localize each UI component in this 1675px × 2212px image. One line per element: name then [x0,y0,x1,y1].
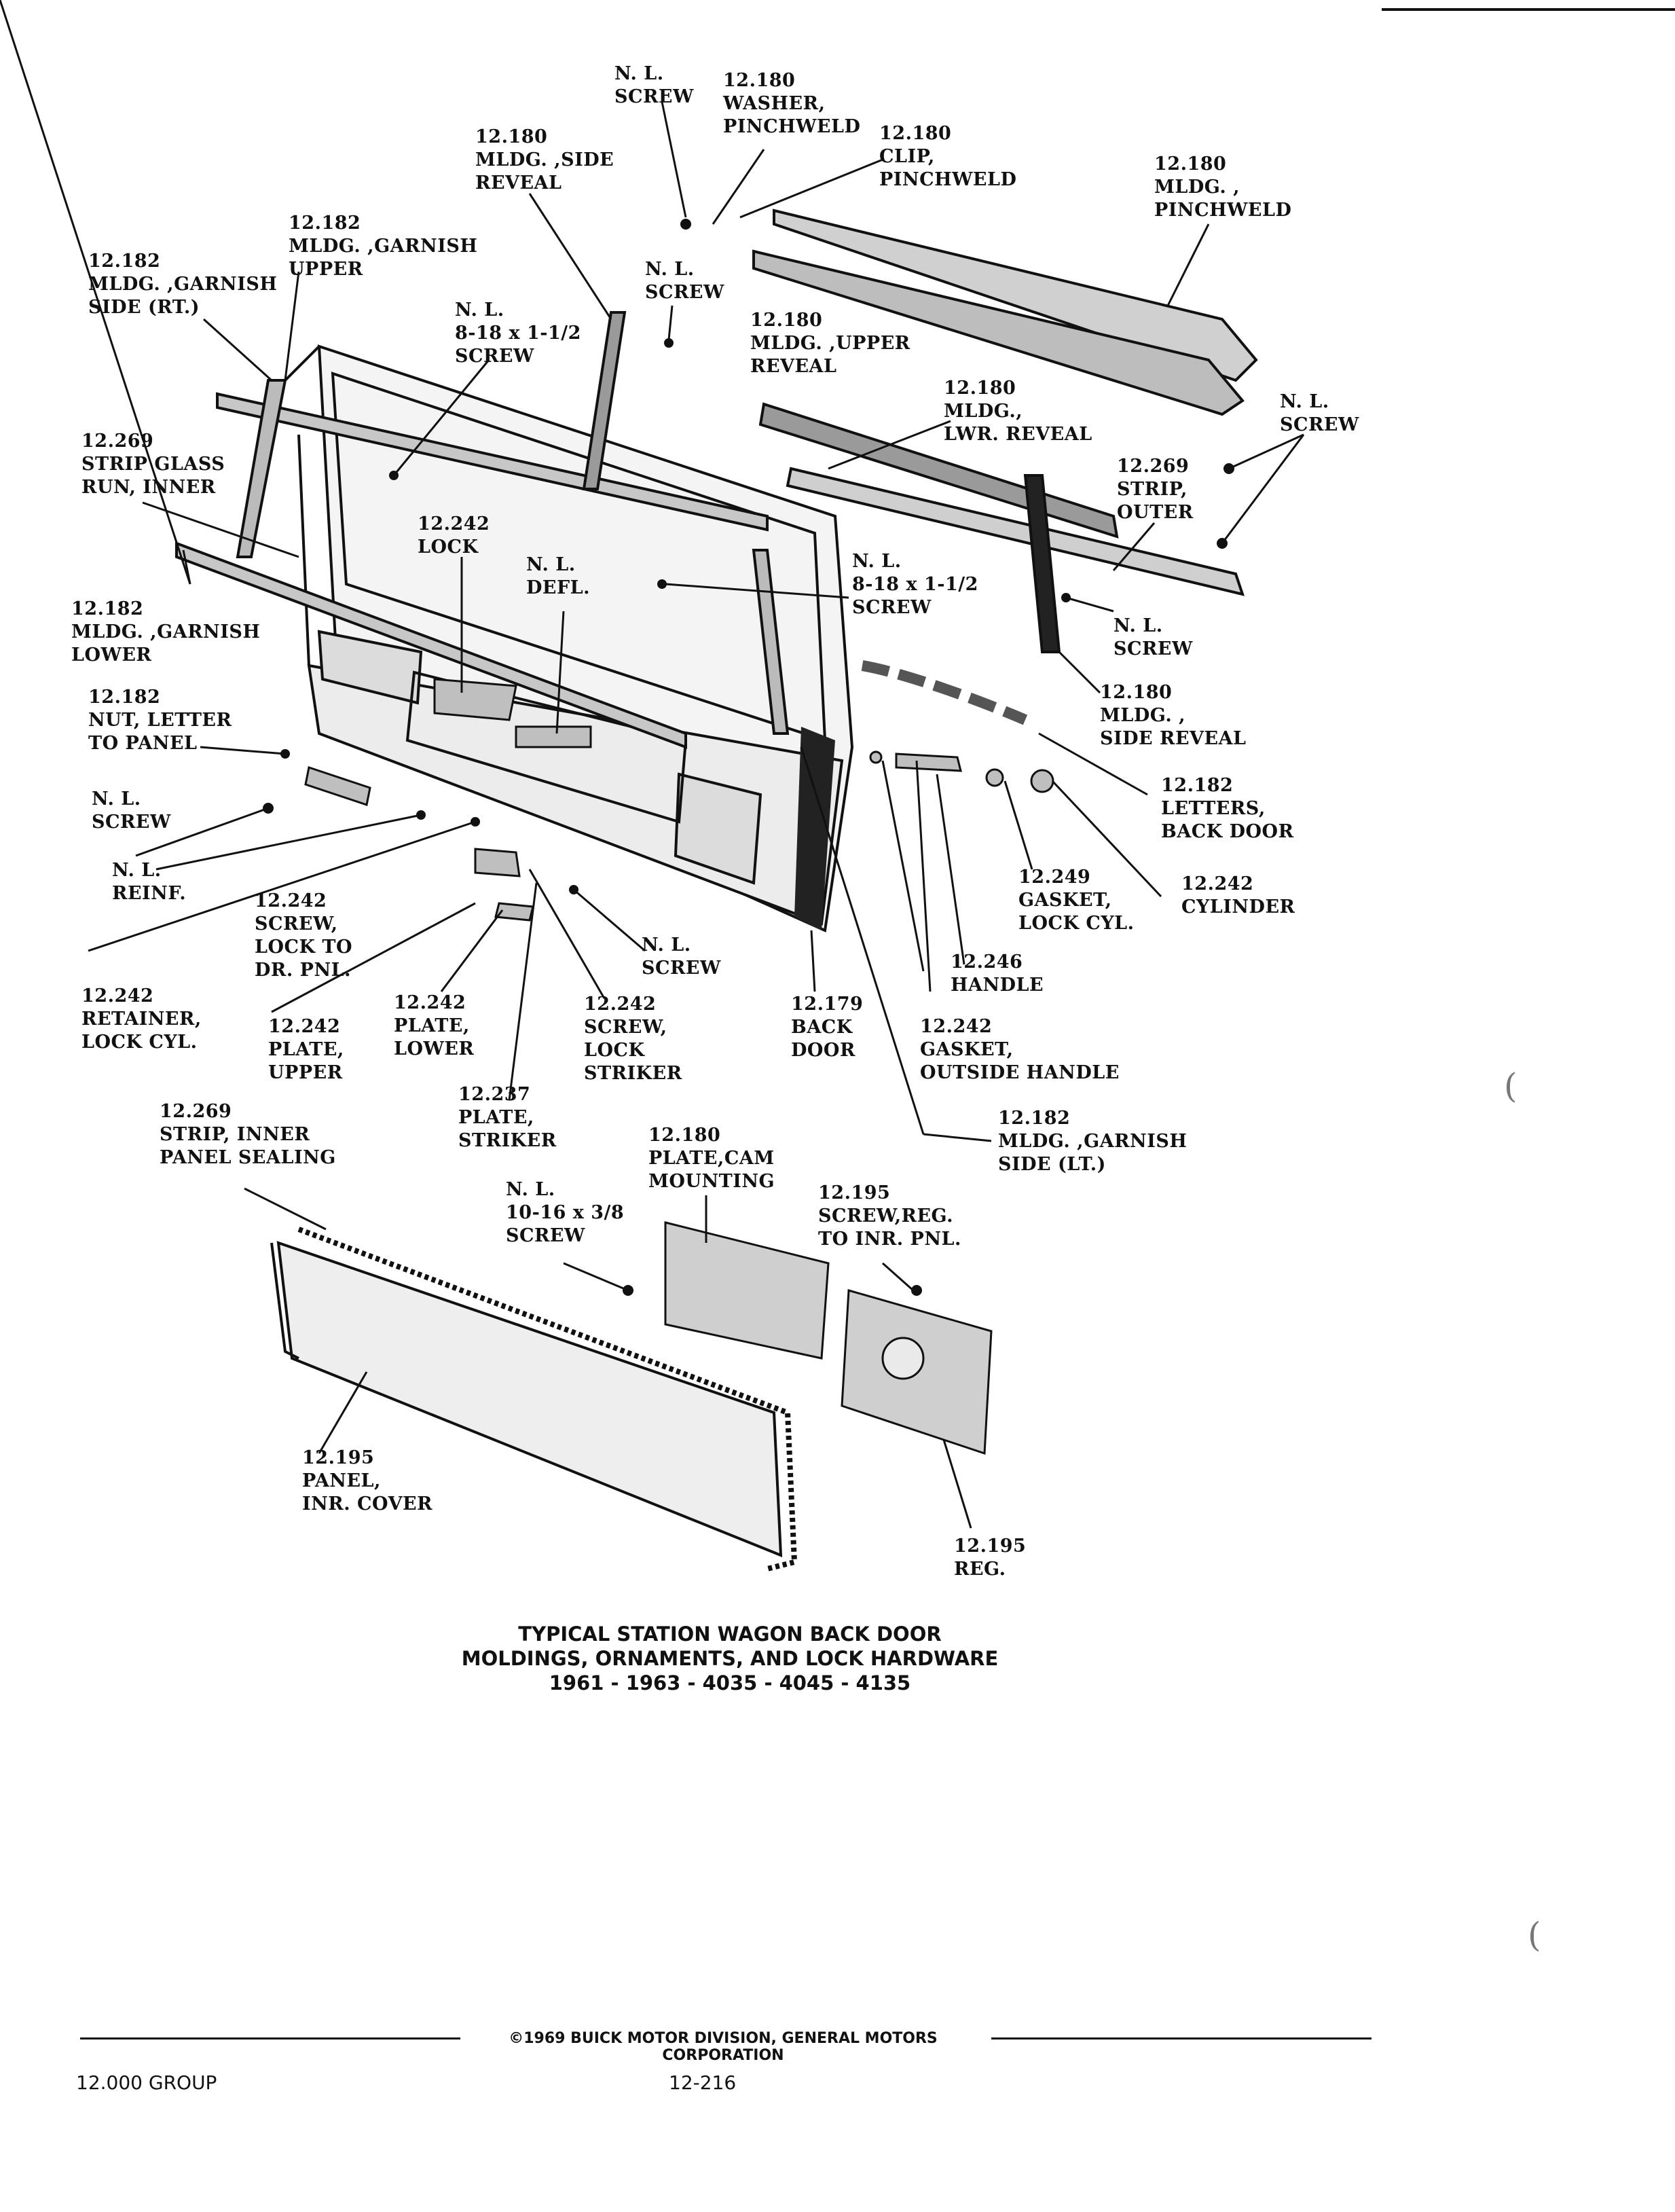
label-handle: 12.246 HANDLE [951,951,1044,996]
caption-line-2: MOLDINGS, ORNAMENTS, AND LOCK HARDWARE [461,1647,999,1670]
label-mldg-garnish-upper: 12.182 MLDG. ,GARNISH UPPER [289,213,478,280]
label-strip-inner-panel-sealing: 12.269 STRIP, INNER PANEL SEALING [160,1101,336,1168]
page-number: 12-216 [669,2071,737,2094]
label-nl-screw-top: N. L. SCREW [614,63,694,107]
label-mldg-side-reveal-top: 12.180 MLDG. ,SIDE REVEAL [475,126,614,194]
label-plate-striker: 12.237 PLATE, STRIKER [458,1084,557,1151]
label-nl-screw-right: N. L. SCREW [1280,391,1359,435]
label-panel-inr-cover: 12.195 PANEL, INR. COVER [302,1447,433,1515]
copyright-notice: ©1969 BUICK MOTOR DIVISION, GENERAL MOTO… [509,2030,938,2064]
label-plate-upper: 12.242 PLATE, UPPER [268,1016,344,1083]
label-reg: 12.195 REG. [954,1536,1027,1580]
label-mldg-garnish-side-rt: 12.182 MLDG. ,GARNISH SIDE (RT.) [88,251,278,318]
caption-line-3: 1961 - 1963 - 4035 - 4045 - 4135 [549,1671,911,1694]
cam-plate-regulator [664,1221,993,1455]
margin-mark: ( [1504,1066,1517,1106]
footer-rule-right [991,2037,1372,2039]
label-nl-screw-center: N. L. SCREW [642,935,721,979]
label-nl-reinf: N. L. REINF. [112,860,187,904]
label-mldg-garnish-side-lt: 12.182 MLDG. ,GARNISH SIDE (LT.) [998,1108,1188,1175]
label-nl-screw-left: N. L. SCREW [92,788,171,833]
label-nl-screw-side-reveal: N. L. SCREW [1113,615,1193,659]
label-strip-glass-run-inner: 12.269 STRIP GLASS RUN, INNER [81,431,225,498]
label-nl-screw-10-16: N. L. 10-16 x 3/8 SCREW [506,1179,625,1246]
label-mldg-garnish-lower: 12.182 MLDG. ,GARNISH LOWER [71,598,261,666]
leader-lines-2 [88,549,1162,1529]
label-retainer-lock-cyl: 12.242 RETAINER, LOCK CYL. [81,985,202,1053]
label-nl-screw-8-18: N. L. 8-18 x 1-1/2 SCREW [455,300,581,367]
leader-lines [0,0,1305,734]
label-plate-lower: 12.242 PLATE, LOWER [394,992,475,1059]
label-mldg-side-reveal-right: 12.180 MLDG. , SIDE REVEAL [1100,682,1247,749]
label-plate-cam-mounting: 12.180 PLATE,CAM MOUNTING [648,1125,775,1192]
door-windows [317,630,762,885]
label-lock: 12.242 LOCK [418,513,490,558]
label-back-door: 12.179 BACK DOOR [791,994,864,1061]
label-nl-screw-middle: N. L. SCREW [645,259,724,303]
garnish-side-lt-strip [794,727,835,930]
label-screw-lock-to-dr-pnl: 12.242 SCREW, LOCK TO DR. PNL. [255,890,352,981]
label-screw-lock-striker: 12.242 SCREW, LOCK STRIKER [584,994,682,1084]
label-letters-back-door: 12.182 LETTERS, BACK DOOR [1161,775,1294,842]
lock-hardware [304,678,1054,922]
margin-mark: ( [1528,1915,1541,1955]
label-mldg-pinchweld: 12.180 MLDG. , PINCHWELD [1154,153,1292,221]
label-nut-letter-to-panel: 12.182 NUT, LETTER TO PANEL [88,687,232,754]
label-nl-screw-8-18-right: N. L. 8-18 x 1-1/2 SCREW [852,551,978,618]
label-washer-pinchweld: 12.180 WASHER, PINCHWELD [723,70,861,137]
label-clip-pinchweld: 12.180 CLIP, PINCHWELD [879,123,1017,190]
inner-cover-panel [270,1227,798,1572]
group-label: 12.000 GROUP [76,2071,217,2094]
label-mldg-upper-reveal: 12.180 MLDG. ,UPPER REVEAL [750,310,910,377]
label-gasket-lock-cyl: 12.249 GASKET, LOCK CYL. [1018,867,1135,934]
label-gasket-outside-handle: 12.242 GASKET, OUTSIDE HANDLE [920,1016,1120,1083]
label-screw-reg-to-inr-pnl: 12.195 SCREW,REG. TO INR. PNL. [818,1182,961,1250]
diagram-caption: TYPICAL STATION WAGON BACK DOOR MOLDINGS… [0,1622,1460,1695]
label-cylinder: 12.242 CYLINDER [1181,873,1295,918]
back-door-letters [861,660,1028,725]
caption-line-1: TYPICAL STATION WAGON BACK DOOR [518,1622,942,1646]
label-mldg-lwr-reveal: 12.180 MLDG., LWR. REVEAL [944,378,1092,445]
footer-rule-left [80,2037,460,2039]
label-nl-defl: N. L. DEFL. [526,554,591,598]
label-strip-outer: 12.269 STRIP, OUTER [1117,456,1194,523]
